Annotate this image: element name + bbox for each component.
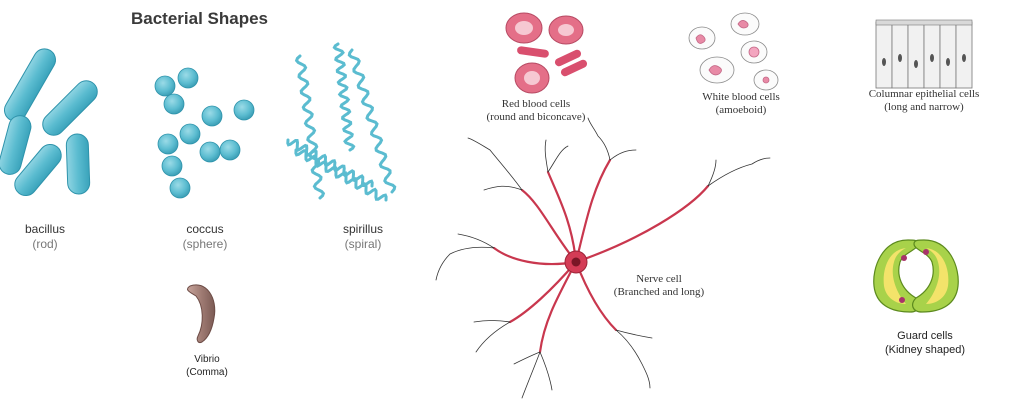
coccus-sphere	[154, 75, 176, 97]
guard-cell-right-inner	[926, 248, 949, 304]
coccus-label: coccus	[186, 222, 224, 236]
epithelial-cell	[907, 21, 925, 89]
bacillus-rod	[42, 80, 98, 136]
wbc-nucleus	[708, 65, 722, 76]
spirillus-label: spirillus	[342, 222, 383, 236]
coccus-sphere	[157, 133, 179, 155]
coccus-sphere	[219, 139, 241, 161]
nerve-cell-nucleus	[571, 257, 581, 267]
coccus-sphere	[169, 177, 191, 199]
bacillus-label: bacillus	[24, 222, 66, 236]
spirillus-strand	[294, 148, 388, 202]
epithelial-nucleus	[882, 58, 886, 66]
wbc-label: White blood cells	[702, 91, 780, 103]
spirillus-illustration	[286, 42, 397, 202]
nerve-cell-label: Nerve cell	[636, 273, 682, 285]
bacillus-rod	[14, 143, 62, 197]
coccus-illustration	[154, 67, 255, 199]
rbc-center	[558, 24, 574, 36]
guard-cell-right	[912, 239, 959, 313]
spirillus-strand	[286, 138, 374, 188]
vibrio-label: Vibrio	[194, 354, 220, 365]
rbc-center	[515, 21, 533, 35]
rbc-illustration	[505, 12, 588, 94]
rbc-side-view	[554, 49, 582, 67]
coccus-desc: (sphere)	[182, 237, 228, 251]
rbc-label: Red blood cells	[501, 98, 571, 110]
epithelial-label: Columnar epithelial cells	[868, 88, 980, 100]
epithelial-nucleus	[962, 54, 966, 62]
rbc-center	[524, 71, 540, 85]
wbc-illustration	[688, 12, 779, 91]
coccus-sphere	[163, 93, 185, 115]
bacillus-rod	[65, 133, 91, 195]
epithelial-top	[875, 19, 973, 26]
epithelial-cell	[939, 21, 957, 89]
diagram-title: Bacterial Shapes	[131, 9, 269, 28]
guard-cells-illustration	[873, 239, 959, 313]
guard-cell-nucleus	[923, 249, 929, 255]
vibrio-illustration	[187, 284, 216, 343]
epithelial-nucleus	[946, 58, 950, 66]
guard-cell-left-inner	[883, 248, 906, 304]
epithelial-cell	[875, 21, 893, 89]
spirillus-strand	[332, 42, 356, 152]
bacillus-illustration	[0, 48, 98, 197]
coccus-sphere	[161, 155, 183, 177]
epithelial-desc: (long and narrow)	[884, 101, 964, 113]
guard-cell-nucleus	[899, 297, 905, 303]
wbc-desc: (amoeboid)	[715, 104, 767, 116]
spirillus-strand	[294, 54, 326, 200]
epithelial-nucleus	[930, 54, 934, 62]
vibrio-desc: (Comma)	[186, 367, 228, 378]
epithelial-nucleus	[914, 60, 918, 68]
rbc-desc: (round and biconcave)	[486, 111, 586, 123]
spirillus-desc: (spiral)	[344, 237, 382, 251]
bacillus-desc: (rod)	[32, 237, 58, 251]
coccus-sphere	[233, 99, 255, 121]
bacillus-rod	[4, 48, 56, 122]
guard-cells-label: Guard cells	[897, 330, 953, 342]
epithelial-nucleus	[898, 54, 902, 62]
coccus-sphere	[201, 105, 223, 127]
wbc-nucleus	[737, 20, 749, 29]
spirillus-strand	[347, 48, 397, 194]
rbc-side-view	[517, 46, 549, 58]
coccus-sphere	[177, 67, 199, 89]
bacillus-rod	[0, 115, 32, 175]
nerve-cell-desc: (Branched and long)	[613, 286, 705, 298]
nerve-cell-illustration	[435, 117, 771, 399]
wbc-nucleus	[762, 76, 770, 84]
guard-cells-desc: (Kidney shaped)	[884, 344, 966, 356]
coccus-sphere	[199, 141, 221, 163]
epithelial-illustration	[875, 19, 973, 89]
coccus-sphere	[179, 123, 201, 145]
wbc-nucleus	[748, 46, 760, 58]
rbc-side-view	[560, 59, 588, 77]
wbc-nucleus	[695, 34, 706, 44]
guard-cell-nucleus	[901, 255, 907, 261]
